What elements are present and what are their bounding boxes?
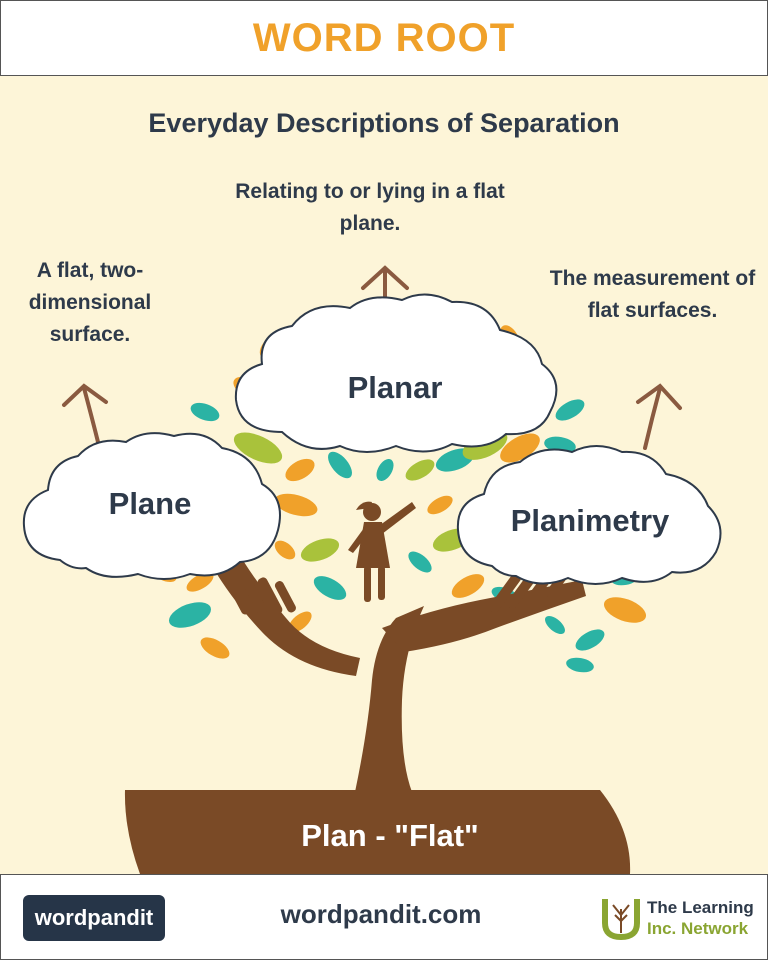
tree-u-icon bbox=[602, 899, 640, 941]
definition-planar: Relating to or lying in a flat plane. bbox=[235, 180, 505, 235]
learning-network-logo[interactable]: The Learning Inc. Network bbox=[599, 893, 759, 943]
cloud-planimetry bbox=[456, 445, 722, 585]
brand-name: wordpandit bbox=[34, 905, 154, 930]
network-line1: The Learning bbox=[647, 898, 754, 917]
cloud-plane bbox=[22, 432, 281, 580]
footer-bar: wordpandit wordpandit.com The Learning I… bbox=[0, 874, 768, 960]
network-line2: Inc. Network bbox=[647, 919, 749, 938]
network-name: The Learning Inc. Network bbox=[647, 897, 754, 939]
left-hand bbox=[212, 562, 360, 676]
definition-plane: A flat, two-dimensional surface. bbox=[28, 259, 152, 346]
definition-planimetry: The measurement of flat surfaces. bbox=[549, 267, 756, 322]
ground-mound bbox=[124, 790, 631, 874]
arrow-up-left-icon bbox=[62, 383, 108, 444]
word-planar: Planar bbox=[347, 370, 443, 405]
child-silhouette-icon bbox=[348, 501, 416, 602]
page-title: WORD ROOT bbox=[252, 15, 516, 60]
wordpandit-logo[interactable]: wordpandit bbox=[23, 895, 165, 941]
arrow-up-right-icon bbox=[636, 383, 682, 450]
word-planimetry: Planimetry bbox=[510, 503, 670, 538]
tree-trunk bbox=[355, 606, 424, 792]
cloud-planar bbox=[234, 293, 558, 453]
root-label: Plan - "Flat" bbox=[301, 818, 479, 853]
site-url-link[interactable]: wordpandit.com bbox=[280, 899, 482, 929]
header-bar: WORD ROOT bbox=[0, 0, 768, 76]
subtitle: Everyday Descriptions of Separation bbox=[148, 108, 620, 138]
word-plane: Plane bbox=[108, 486, 192, 521]
